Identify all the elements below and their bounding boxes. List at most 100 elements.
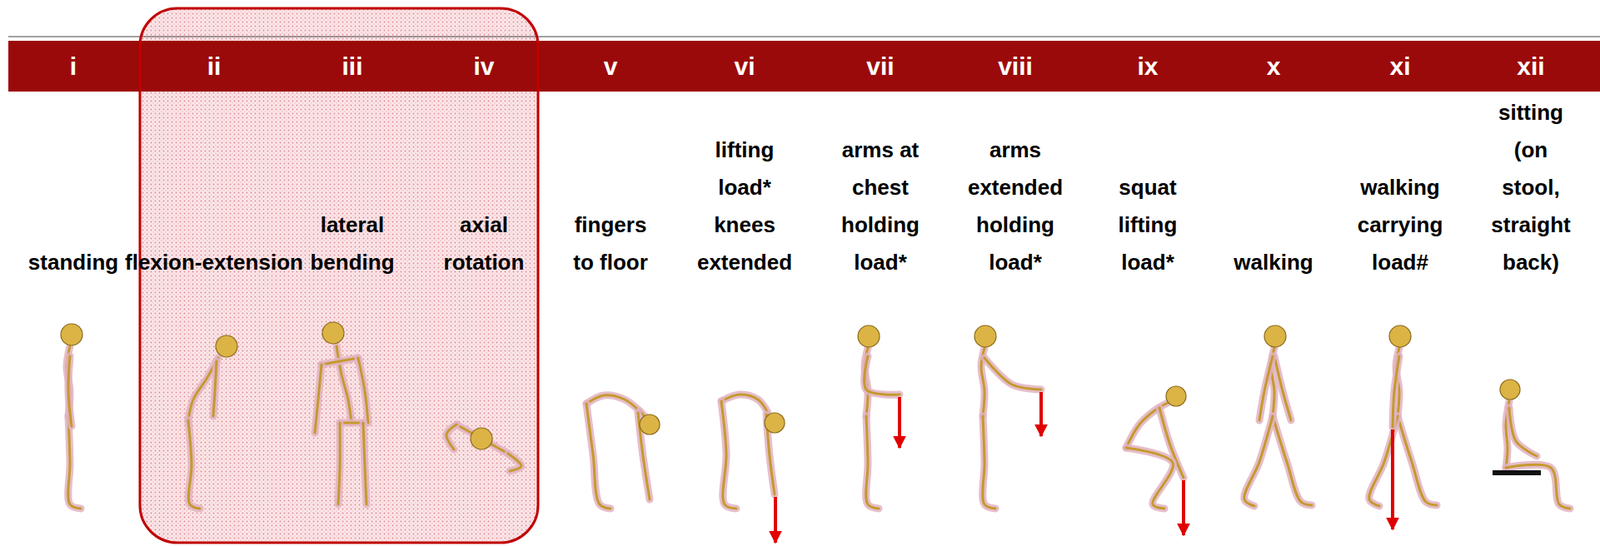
muscle (1259, 356, 1273, 421)
skeleton-figure (314, 322, 369, 505)
muscle (213, 361, 217, 417)
muscle (68, 356, 72, 427)
posture-caption: axial rotation (438, 206, 530, 282)
column-numeral: xii (1516, 40, 1545, 92)
posture-caption: flexion-extension (114, 244, 315, 282)
skeleton-figure (857, 325, 900, 509)
load-arrow (897, 397, 902, 449)
load-arrow (1181, 480, 1186, 536)
load-arrow (773, 497, 778, 544)
bone (982, 416, 996, 509)
column-numeral: ix (1136, 40, 1158, 92)
bone (338, 423, 340, 505)
posture-caption: lateral bending (305, 206, 399, 282)
muscle (984, 358, 1042, 390)
bone (68, 416, 81, 509)
bone (586, 395, 640, 412)
skeleton-figure (446, 424, 522, 472)
posture-caption: standing (10, 244, 136, 282)
skull (1166, 386, 1187, 407)
skull (1389, 325, 1411, 348)
muscle (1244, 416, 1273, 507)
bone (866, 416, 879, 509)
bone (321, 358, 359, 365)
muscle (358, 358, 369, 424)
bone (1397, 416, 1437, 506)
posture-caption: fingers to floor (567, 206, 655, 282)
skeleton-figure (188, 335, 238, 509)
skeleton-figure (1492, 379, 1571, 509)
skeleton-figure (1126, 386, 1187, 536)
muscle (68, 416, 81, 509)
skeleton-figure (721, 394, 785, 544)
bone (1244, 416, 1273, 507)
muscle (586, 395, 640, 412)
posture-caption: sitting (on stool, straight back) (1487, 94, 1576, 282)
skull (1264, 325, 1286, 348)
column-numeral: ii (207, 40, 222, 92)
bone (1274, 356, 1291, 421)
column-numeral: x (1266, 40, 1281, 92)
skeleton-figure (586, 395, 660, 509)
bone (314, 364, 322, 434)
column-numeral: viii (997, 40, 1033, 92)
header-band (8, 40, 1600, 92)
muscle (866, 416, 879, 509)
skeleton-figure (974, 325, 1042, 509)
posture-caption: walking (1211, 244, 1336, 282)
bone (1126, 448, 1174, 509)
muscle (321, 358, 359, 365)
load-arrow (1039, 392, 1043, 437)
bone (213, 361, 217, 417)
muscle (1272, 416, 1312, 506)
muscle (456, 424, 509, 454)
column-numeral: vi (733, 40, 755, 92)
stool (1492, 470, 1541, 476)
skeleton-figure (60, 323, 83, 509)
column-numeral: xi (1389, 40, 1411, 92)
skull (322, 322, 344, 344)
skull (974, 325, 997, 348)
skull (60, 323, 83, 346)
muscle (338, 423, 340, 505)
muscle (864, 356, 900, 395)
bone (188, 358, 219, 421)
bone (188, 420, 200, 509)
bone (68, 356, 72, 427)
bone (1392, 356, 1400, 428)
skeleton-figure (1369, 325, 1437, 530)
skull (470, 428, 493, 450)
bone (508, 453, 522, 472)
bone (1272, 416, 1312, 506)
muscle (446, 424, 457, 450)
muscle (721, 394, 768, 414)
column-numeral: i (69, 40, 77, 92)
bone (864, 356, 900, 395)
skull (639, 414, 660, 435)
posture-caption: arms at chest holding load* (837, 131, 925, 282)
bone (984, 358, 1042, 390)
skull (215, 335, 238, 358)
muscle (314, 364, 322, 434)
posture-caption: walking carrying load# (1350, 169, 1451, 282)
skeleton-figure (1244, 325, 1312, 507)
muscle (1392, 356, 1400, 428)
muscle (1274, 356, 1291, 421)
column-numeral: vii (866, 40, 894, 92)
column-numeral: v (603, 40, 619, 92)
posture-caption: squat lifting load* (1097, 169, 1198, 282)
skull (1500, 379, 1521, 400)
muscle (1126, 448, 1174, 509)
posture-caption: arms extended holding load* (964, 131, 1067, 282)
muscle (1397, 416, 1437, 506)
bone (446, 424, 457, 450)
load-arrow (1390, 429, 1395, 530)
muscle (363, 423, 367, 505)
column-numeral: iv (473, 40, 494, 92)
highlight-outline (139, 8, 539, 544)
bone (1509, 408, 1537, 457)
muscle (508, 453, 522, 472)
muscle (188, 358, 219, 421)
top-rule (8, 36, 1600, 38)
skull (857, 325, 880, 348)
